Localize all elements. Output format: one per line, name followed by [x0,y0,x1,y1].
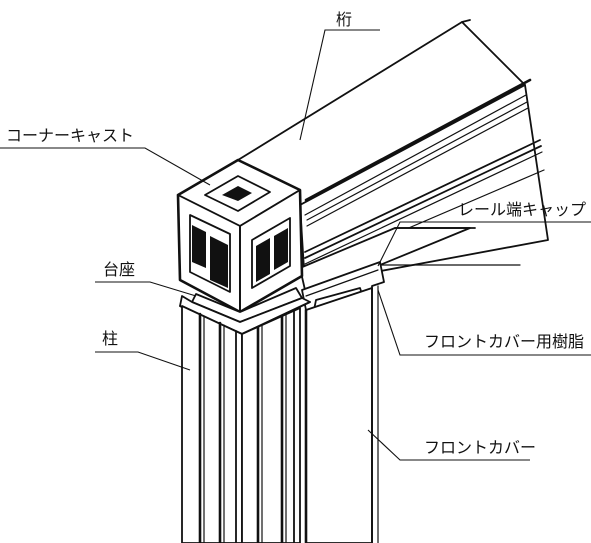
label-front-cover-resin: フロントカバー用樹脂 [424,332,585,351]
front-cover [304,285,379,543]
leader-lines [0,29,591,461]
label-post: 柱 [102,329,119,348]
corner-cast [176,158,304,314]
label-rail-end-cap: レール端キャップ [458,200,587,219]
post [181,305,301,543]
label-corner-cast: コーナーキャスト [6,126,135,145]
beam [237,19,549,291]
label-beam: 桁 [336,10,353,29]
label-front-cover: フロントカバー [424,438,537,457]
label-base: 台座 [103,260,136,279]
